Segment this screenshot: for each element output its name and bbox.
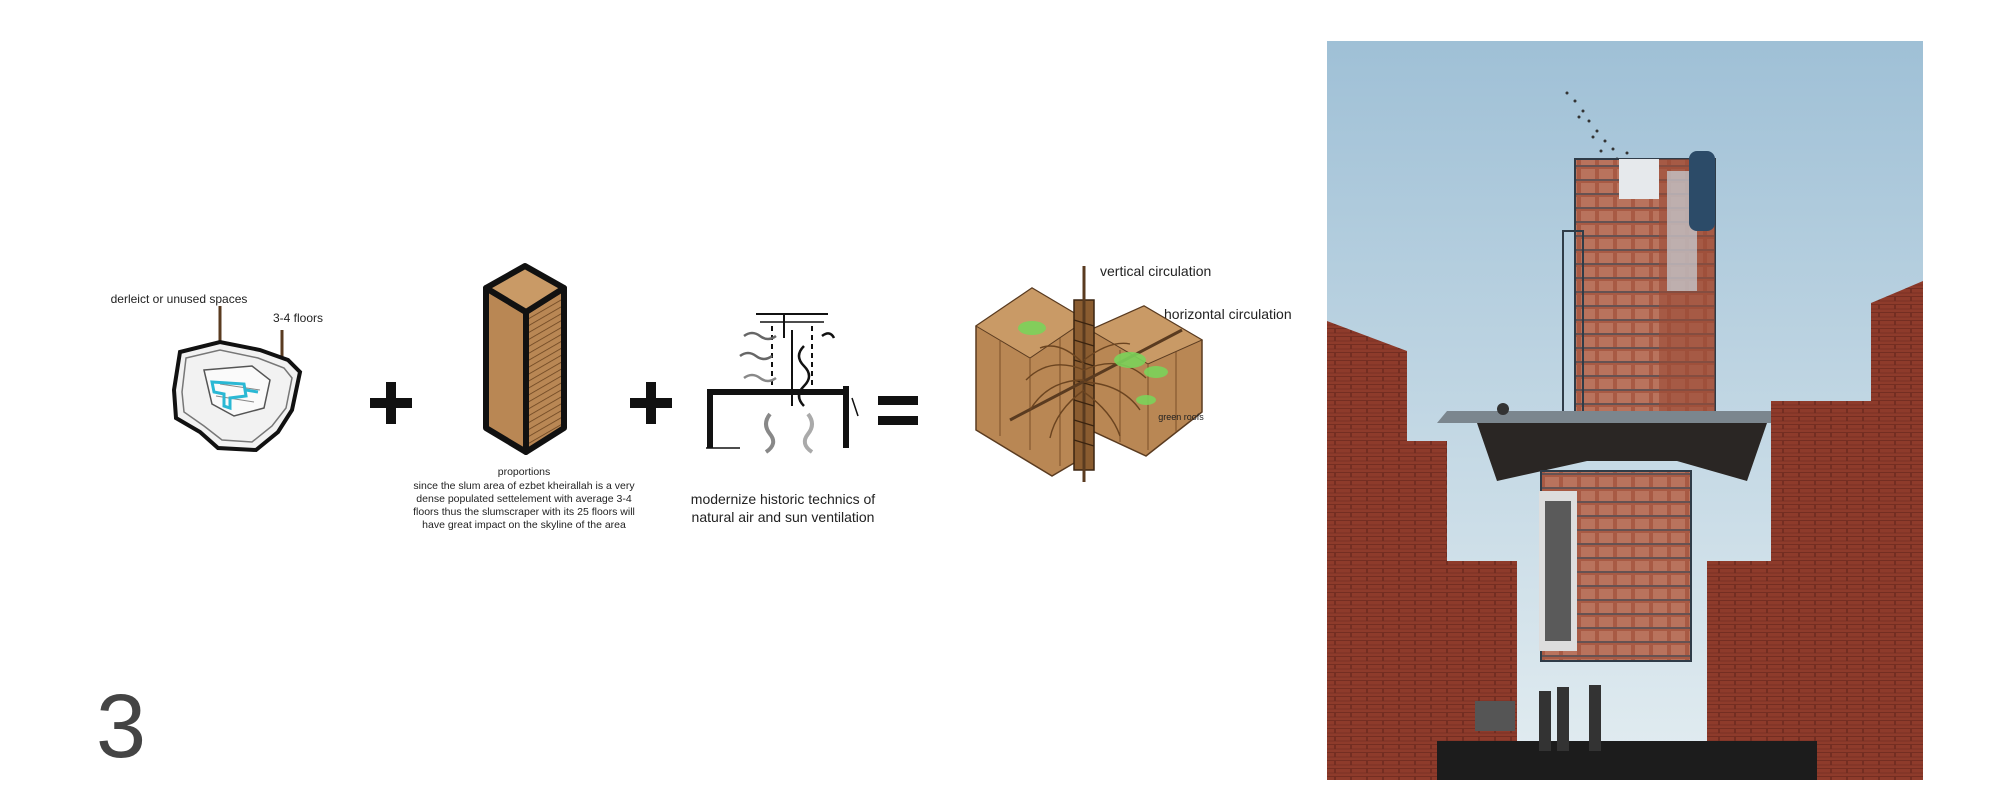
label-3-4-floors: 3-4 floors — [272, 311, 324, 325]
label-green-roofs: green roofs — [1158, 412, 1204, 422]
plus-operator-2 — [630, 382, 672, 424]
proportions-title: proportions — [497, 466, 551, 478]
equals-operator — [878, 396, 918, 425]
tower-prism-sketch — [483, 263, 567, 455]
slumscraper-rendering — [1327, 41, 1923, 780]
plus-operator-1 — [370, 382, 412, 424]
slum-plan-sketch — [171, 306, 303, 453]
ventilation-sketch — [706, 313, 859, 454]
label-horizontal-circulation: horizontal circulation — [1164, 306, 1292, 322]
label-unused-spaces: derleict or unused spaces — [110, 292, 248, 306]
page-number: 3 — [96, 677, 147, 777]
massing-sketch — [975, 266, 1204, 482]
ventilation-caption: modernize historic technics of natural a… — [690, 491, 876, 525]
label-vertical-circulation: vertical circulation — [1100, 263, 1212, 279]
proportions-caption: since the slum area of ezbet kheirallah … — [413, 480, 635, 531]
